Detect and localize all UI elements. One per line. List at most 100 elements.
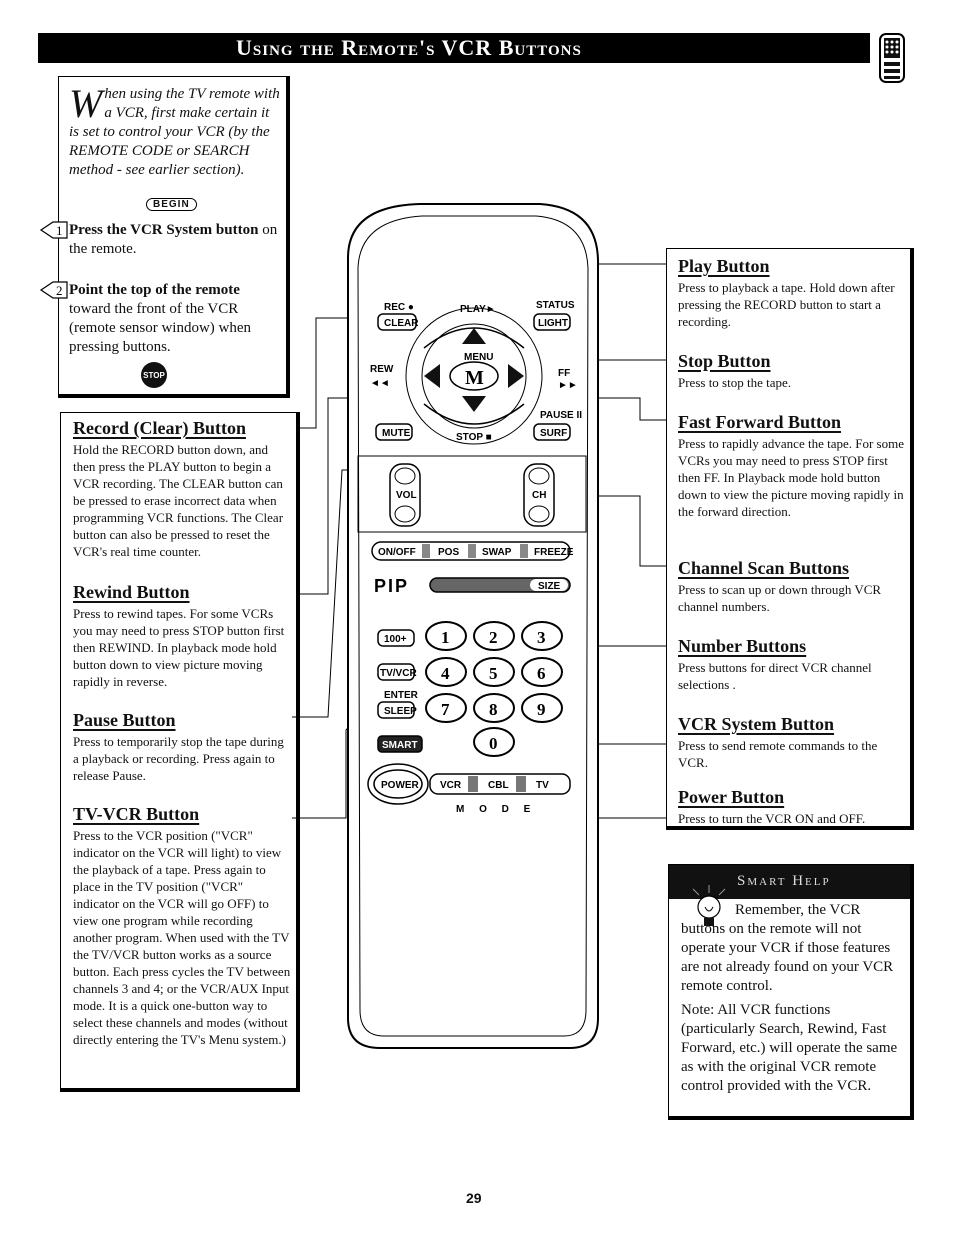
smart-help-p1: Remember, the VCR buttons on the remote … [681, 902, 894, 994]
digit-buttons: 1 2 3 4 5 6 7 8 9 0 [425, 621, 563, 757]
menu-button[interactable] [449, 361, 499, 391]
mute-label: MUTE [382, 428, 411, 439]
rewind-body: Press to rewind tapes. For some VCRs you… [73, 606, 285, 689]
channel-scan-body: Press to scan up or down through VCR cha… [678, 582, 882, 614]
section-tvvcr: TV-VCR Button Press to the VCR position … [73, 803, 291, 1048]
rec-label: REC ● [384, 302, 414, 313]
digit-8-label: 8 [489, 700, 498, 719]
step-2-bold: Point the top of the remote [69, 282, 240, 298]
pause-body: Press to temporarily stop the tape durin… [73, 734, 284, 783]
remote-control-illustration: REC ● PLAY► STATUS CLEAR LIGHT M MENU RE… [347, 203, 599, 1049]
stop-label: STOP ■ [456, 432, 492, 443]
intro-body: hen using the TV remote with a VCR, firs… [69, 86, 280, 178]
status-label: STATUS [536, 300, 575, 311]
pip-on-off-label: ON/OFF [378, 547, 416, 558]
stop-arrow-icon[interactable] [462, 396, 486, 412]
rew-symbol: ◄◄ [370, 378, 390, 389]
ch-label: CH [532, 490, 546, 501]
smart-help-box: Smart Help Remember, the VCR buttons on … [668, 864, 914, 1120]
hundred-button[interactable]: 100+ [377, 629, 415, 647]
smart-label: SMART [382, 740, 418, 751]
pip-button-row[interactable]: ON/OFF POS SWAP FREEZE [371, 541, 574, 561]
digit-0-button[interactable]: 0 [473, 727, 515, 757]
smart-help-heading: Smart Help [669, 865, 910, 899]
digit-5-label: 5 [489, 664, 498, 683]
channel-rocker[interactable]: CH [523, 463, 555, 527]
mute-button[interactable]: MUTE [375, 423, 413, 441]
page-number: 29 [466, 1190, 482, 1206]
digit-0-label: 0 [489, 734, 498, 753]
step-1-bold: Press the VCR System button [69, 222, 259, 238]
vcr-mode-button[interactable]: VCR [440, 780, 462, 791]
pip-freeze-label: FREEZE [534, 547, 574, 558]
digit-6-button[interactable]: 6 [521, 657, 563, 687]
ff-body: Press to rapidly advance the tape. For s… [678, 436, 904, 519]
pip-swap-label: SWAP [482, 547, 512, 558]
stop-badge: STOP [141, 362, 167, 388]
digit-3-button[interactable]: 3 [521, 621, 563, 651]
light-label: LIGHT [538, 318, 568, 329]
size-label: SIZE [538, 581, 561, 592]
pause-label: PAUSE II [540, 410, 582, 421]
mode-label: M O D E [456, 804, 536, 815]
sleep-label: SLEEP [384, 706, 417, 717]
tvvcr-label: TV/VCR [380, 668, 417, 679]
record-body: Hold the RECORD button down, and then pr… [73, 442, 284, 559]
light-button[interactable]: LIGHT [533, 313, 571, 331]
digit-2-label: 2 [489, 628, 498, 647]
right-description-box: Play Button Press to playback a tape. Ho… [666, 248, 914, 830]
ff-heading: Fast Forward Button [678, 412, 841, 432]
ff-arrow-icon[interactable] [508, 364, 524, 388]
stop-body: Press to stop the tape. [678, 375, 792, 390]
step-2-arrow-icon: 2 [39, 281, 68, 299]
rewind-arrow-icon[interactable] [424, 364, 440, 388]
tv-mode-button[interactable]: TV [536, 780, 549, 791]
digit-5-button[interactable]: 5 [473, 657, 515, 687]
section-rewind: Rewind Button Press to rewind tapes. For… [73, 581, 291, 690]
rew-label: REW [370, 364, 394, 375]
surf-label: SURF [540, 428, 567, 439]
digit-9-button[interactable]: 9 [521, 693, 563, 723]
step-1-rest: on the remote. [69, 222, 278, 257]
sleep-button[interactable]: SLEEP [377, 701, 417, 719]
play-label: PLAY► [460, 304, 496, 315]
digit-7-button[interactable]: 7 [425, 693, 467, 723]
play-arrow-icon[interactable] [462, 328, 486, 344]
digit-2-button[interactable]: 2 [473, 621, 515, 651]
section-power: Power Button Press to turn the VCR ON an… [678, 786, 904, 827]
section-stop: Stop Button Press to stop the tape. [678, 350, 904, 391]
menu-m-label: M [465, 367, 484, 389]
step-2-rest: toward the front of the VCR (remote sens… [69, 301, 252, 355]
vol-label: VOL [396, 490, 417, 501]
smart-button[interactable]: SMART [377, 735, 423, 753]
section-record: Record (Clear) Button Hold the RECORD bu… [73, 417, 291, 560]
digit-1-button[interactable]: 1 [425, 621, 467, 651]
remote-icon [879, 33, 905, 83]
tvvcr-button[interactable]: TV/VCR [377, 663, 417, 681]
volume-rocker[interactable]: VOL [389, 463, 421, 527]
play-body: Press to playback a tape. Hold down afte… [678, 280, 895, 329]
section-number: Number Buttons Press buttons for direct … [678, 635, 904, 693]
record-heading: Record (Clear) Button [73, 418, 246, 438]
digit-8-button[interactable]: 8 [473, 693, 515, 723]
section-pause: Pause Button Press to temporarily stop t… [73, 709, 291, 784]
clear-button[interactable]: CLEAR [377, 313, 419, 331]
cbl-mode-button[interactable]: CBL [488, 780, 509, 791]
step-1-arrow-icon: 1 [39, 221, 68, 239]
menu-label: MENU [464, 352, 493, 363]
stop-heading: Stop Button [678, 351, 771, 371]
size-slider[interactable]: SIZE [429, 577, 571, 593]
power-body: Press to turn the VCR ON and OFF. [678, 811, 866, 826]
channel-scan-heading: Channel Scan Buttons [678, 558, 850, 578]
page-title: Using the Remote's VCR Buttons [236, 35, 582, 60]
smart-help-p2: Note: All VCR functions (particularly Se… [681, 1002, 898, 1094]
surf-button[interactable]: SURF [533, 423, 571, 441]
power-button[interactable]: POWER [367, 763, 429, 805]
enter-label: ENTER [384, 690, 419, 701]
ff-symbol: ►► [558, 380, 578, 391]
vcr-mode-label: VCR [440, 780, 462, 791]
section-ff: Fast Forward Button Press to rapidly adv… [678, 411, 904, 520]
digit-4-button[interactable]: 4 [425, 657, 467, 687]
power-heading: Power Button [678, 787, 785, 807]
